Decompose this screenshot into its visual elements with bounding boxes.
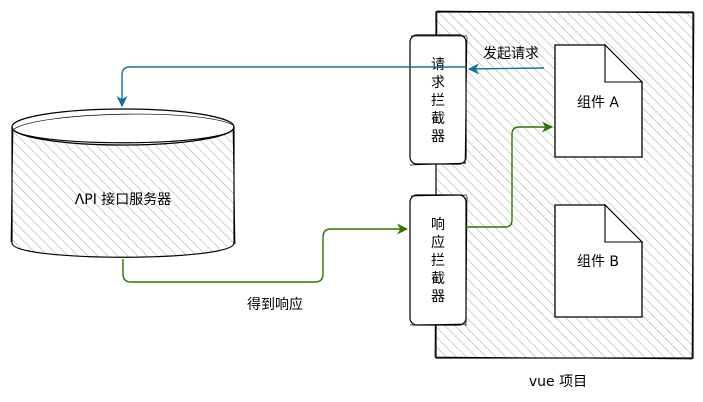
server-to-interceptor-connector [122, 223, 409, 283]
response-interceptor-sketch [409, 194, 468, 327]
get-response-label: 得到响应 [247, 296, 303, 313]
api-server-top-sketch [13, 113, 234, 130]
api-server-rim [11, 126, 235, 144]
send-request-label: 发起请求 [483, 46, 539, 62]
request-interceptor-char: 请 [431, 57, 445, 73]
request-to-server-connector [116, 66, 466, 108]
api-server-body-sketch [10, 125, 236, 245]
response-interceptor-char: 器 [431, 289, 445, 305]
response-interceptor-node: 响 应 拦 截 器 [409, 194, 468, 327]
vue-project-label: vue 项目 [529, 374, 587, 390]
api-server-node: ΛPI 接口服务器 [10, 108, 236, 258]
component-b-corner-fold [604, 203, 644, 243]
interceptor-to-component-connector [466, 121, 554, 228]
component-to-interceptor-connector [467, 63, 545, 75]
api-server-body [11, 126, 235, 258]
request-interceptor-node: 请 求 拦 截 器 [409, 34, 468, 166]
response-interceptor-char: 截 [431, 271, 445, 287]
component-a-label: 组件 A [577, 95, 619, 111]
component-b-node: 组件 B [554, 203, 644, 318]
response-interceptor-char: 应 [431, 234, 445, 251]
response-interceptor-box [409, 194, 467, 326]
request-interceptor-sketch [409, 35, 468, 166]
request-interceptor-char: 器 [431, 129, 445, 145]
send-request-edge: 发起请求 [116, 46, 545, 108]
request-interceptor-char: 求 [431, 75, 445, 91]
component-a-node: 组件 A [554, 43, 644, 158]
response-interceptor-label: 响 应 拦 截 器 [431, 217, 445, 305]
request-interceptor-char: 拦 [431, 93, 445, 109]
get-response-edge: 得到响应 [122, 121, 554, 313]
response-interceptor-char: 响 [431, 217, 445, 233]
component-b-label: 组件 B [577, 254, 619, 270]
api-server-label: ΛPI 接口服务器 [75, 191, 172, 208]
response-interceptor-char: 拦 [431, 253, 445, 269]
request-interceptor-label: 请 求 拦 截 器 [431, 57, 445, 145]
component-a-corner-fold [604, 43, 644, 83]
request-interceptor-char: 截 [431, 111, 445, 127]
